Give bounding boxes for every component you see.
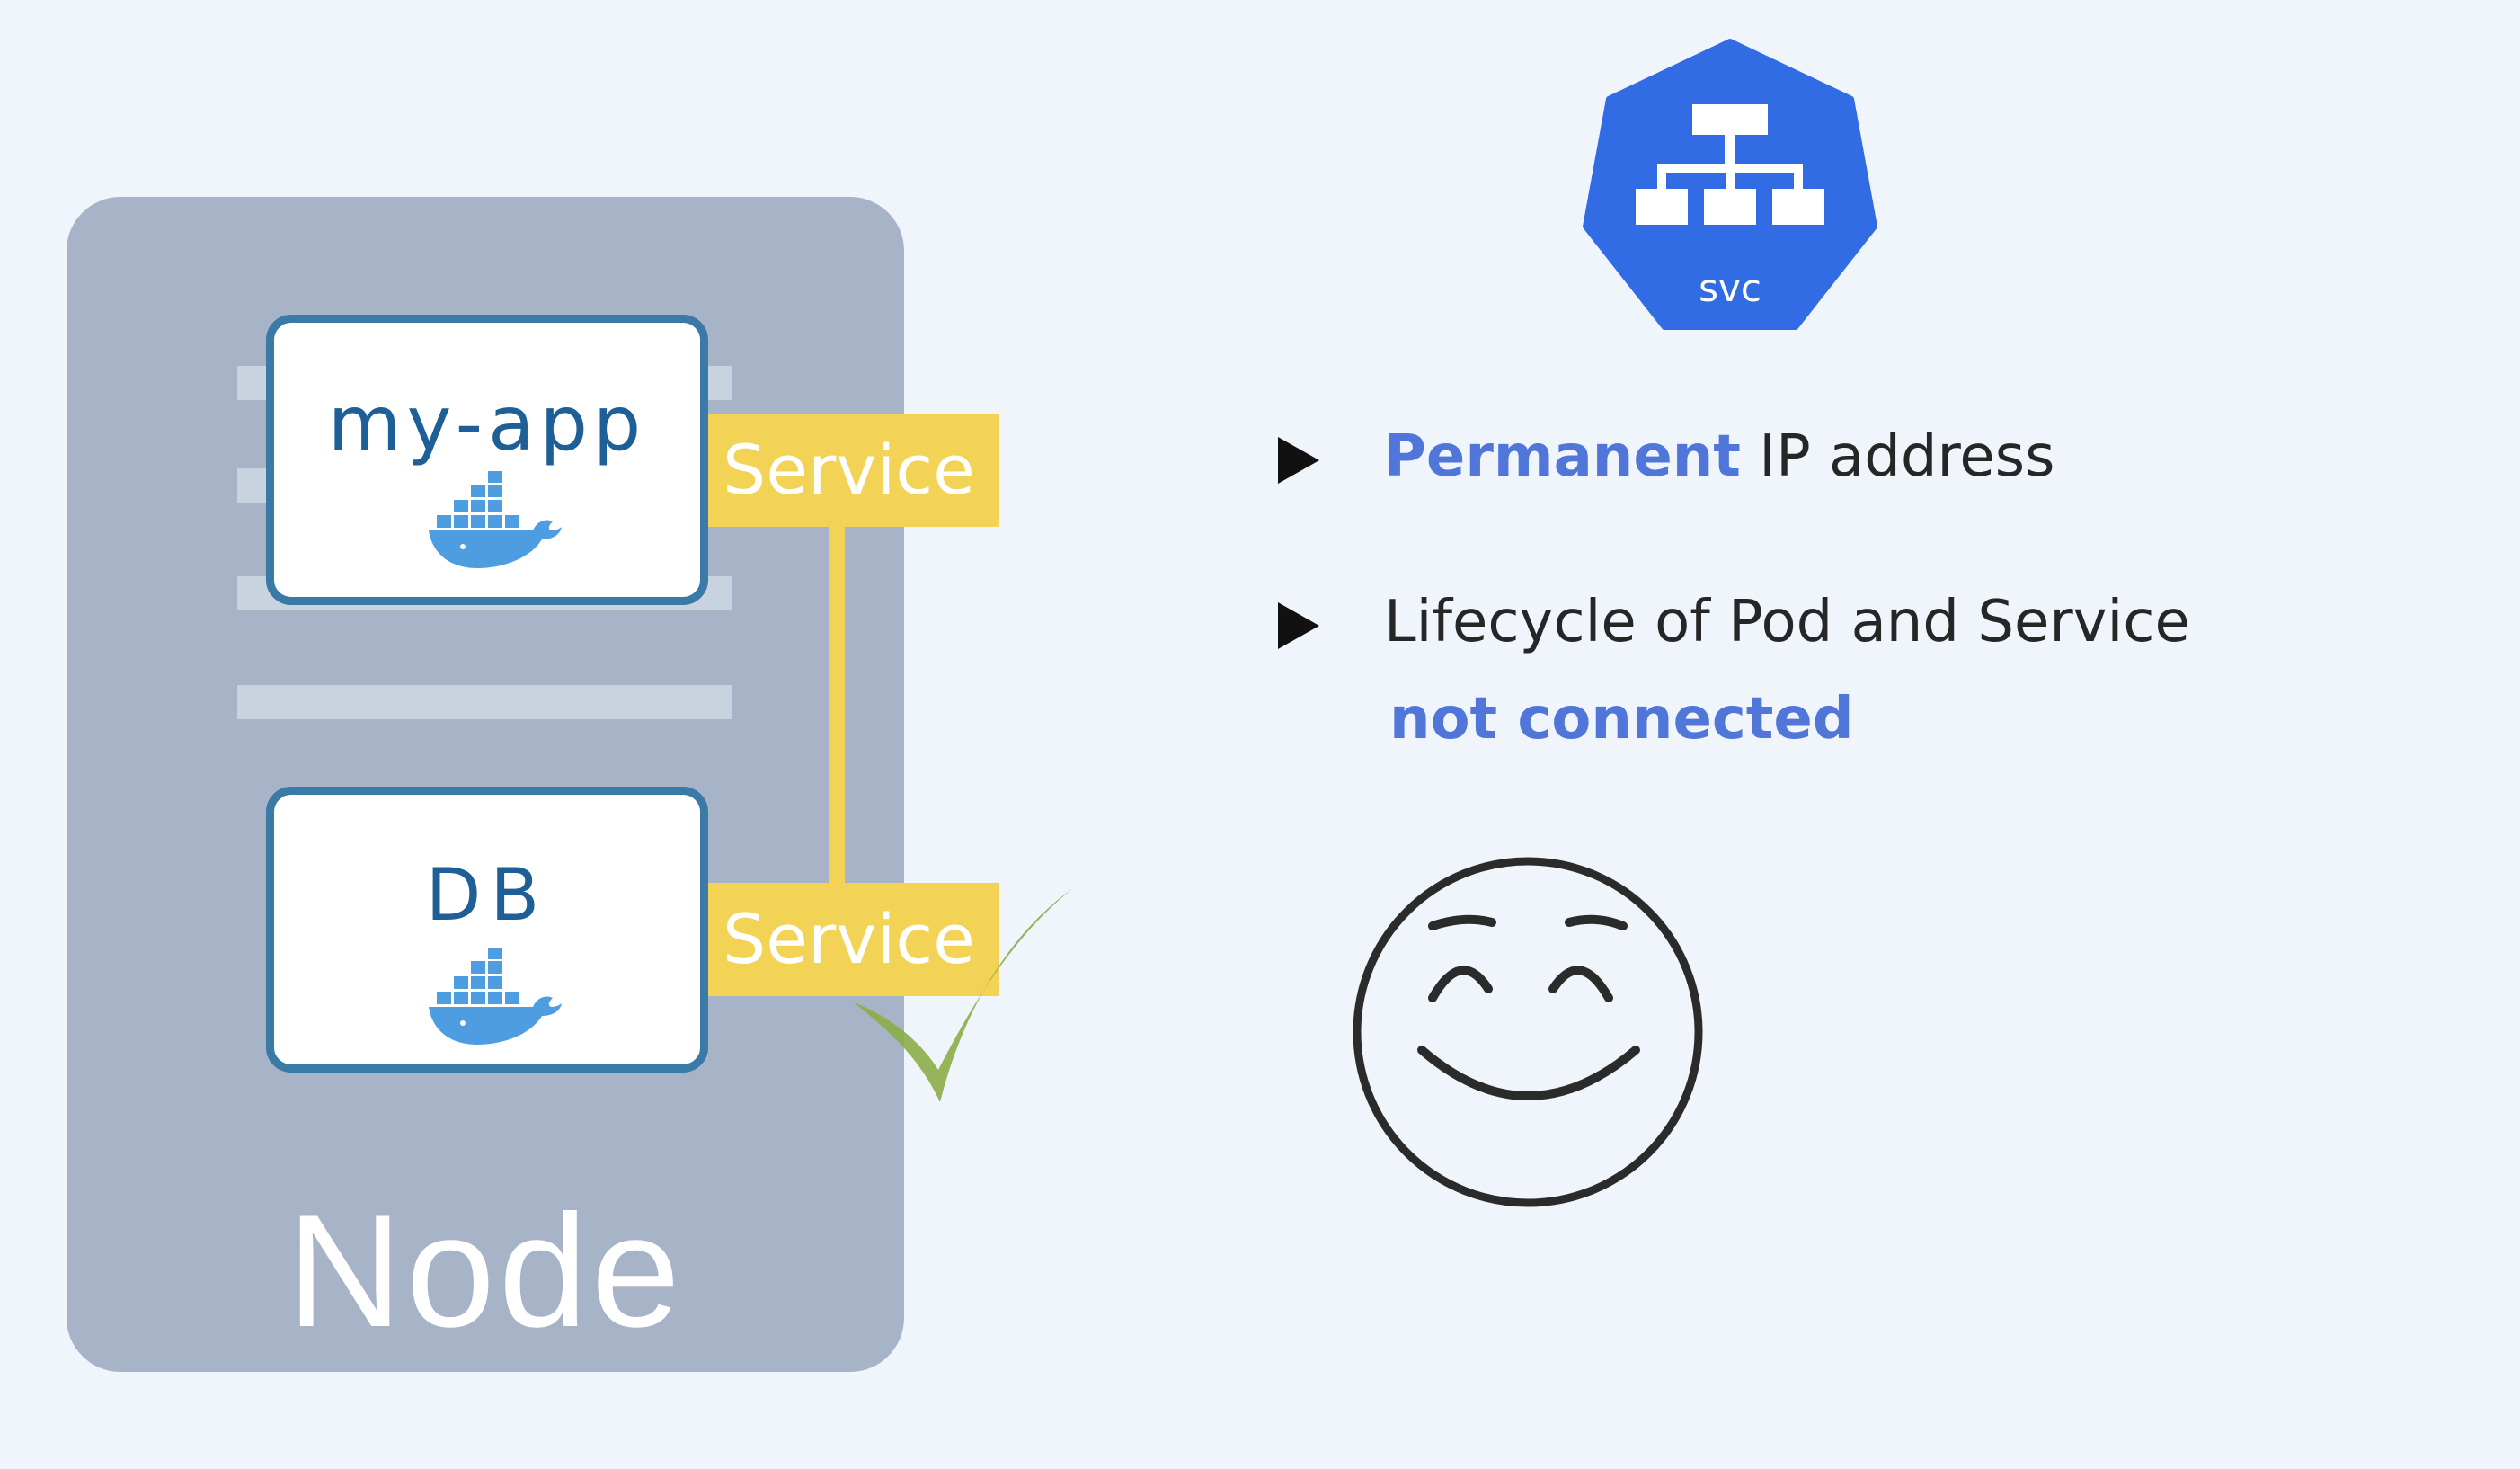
node-label: Node bbox=[287, 1181, 684, 1360]
docker-whale-icon bbox=[429, 948, 562, 1045]
bullet-permanent-ip: Permanent IP address bbox=[1384, 428, 2054, 485]
service-box-db: Service bbox=[708, 883, 999, 996]
pod-db: DB bbox=[266, 787, 708, 1073]
svc-badge-label: svc bbox=[1699, 266, 1761, 310]
bullet-triangle-icon bbox=[1278, 602, 1319, 649]
checkmark-icon bbox=[854, 888, 1073, 1102]
bullet-lifecycle-highlight-line: not connected bbox=[1389, 690, 1854, 748]
bullet-lifecycle: Lifecycle of Pod and Service bbox=[1384, 593, 2190, 651]
docker-whale-icon bbox=[429, 471, 562, 568]
bullet-triangle-icon bbox=[1278, 437, 1319, 484]
bullet-text: IP address bbox=[1740, 423, 2055, 490]
pod-title: DB bbox=[425, 853, 549, 937]
kubernetes-svc-badge-icon bbox=[1583, 39, 1877, 330]
service-label: Service bbox=[723, 430, 975, 510]
service-box-my-app: Service bbox=[708, 414, 999, 527]
pod-my-app: my-app bbox=[266, 315, 708, 605]
bullet-highlight: Permanent bbox=[1384, 423, 1741, 490]
bullet-highlight: not connected bbox=[1389, 686, 1854, 752]
service-connector-line bbox=[829, 521, 845, 899]
service-network-icon bbox=[1636, 104, 1824, 225]
smiley-face-icon bbox=[1353, 857, 1703, 1207]
service-label: Service bbox=[723, 899, 975, 979]
bullet-text: Lifecycle of Pod and Service bbox=[1384, 589, 2190, 655]
node-stripe bbox=[237, 685, 732, 719]
svc-badge: svc bbox=[1582, 38, 1878, 340]
pod-title: my-app bbox=[327, 379, 647, 467]
